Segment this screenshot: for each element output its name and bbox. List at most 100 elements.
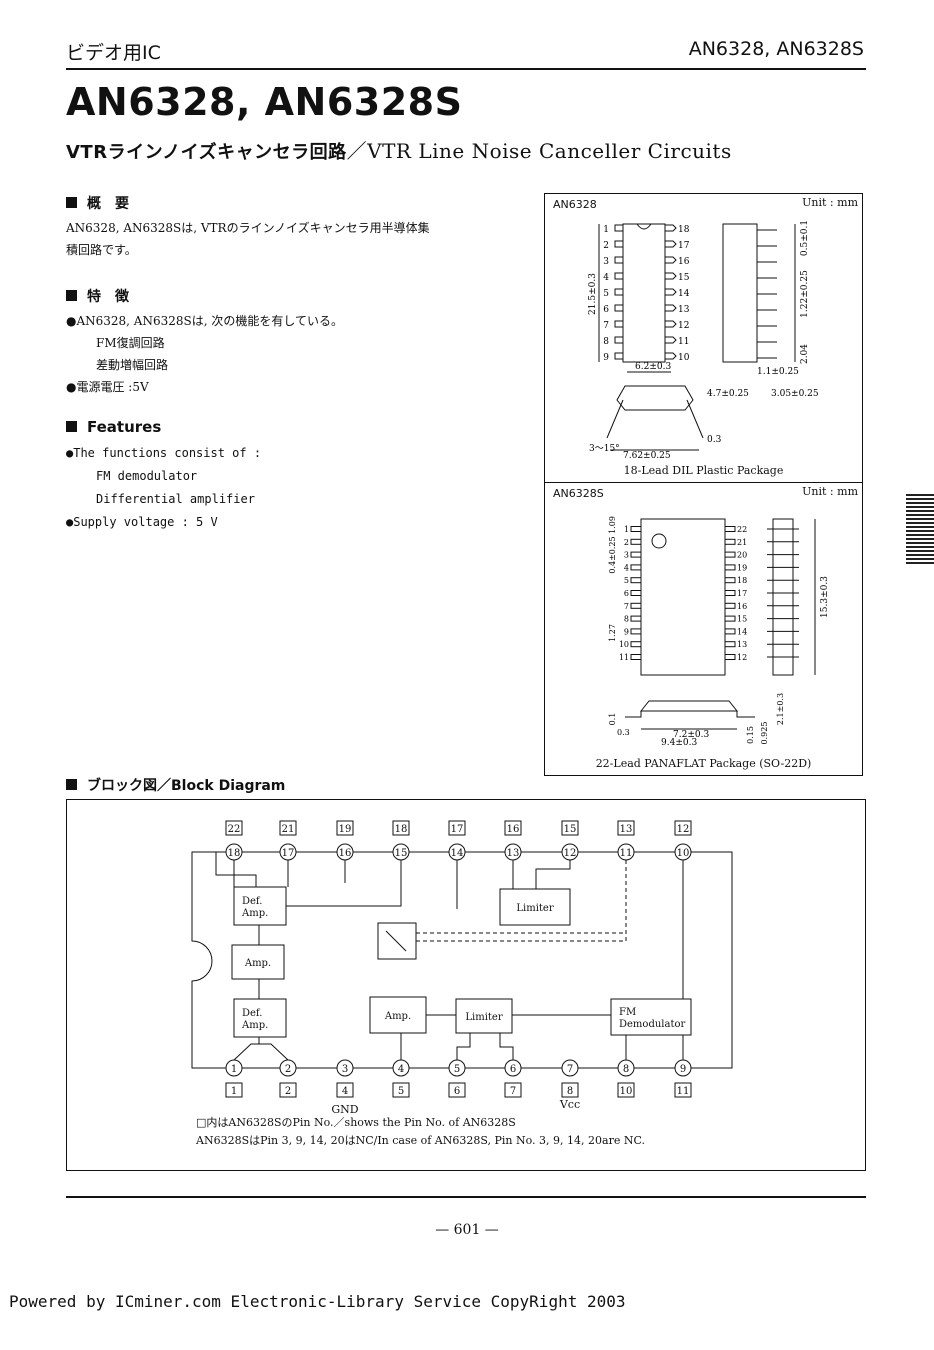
dil-lead-label: 0.5±0.1 <box>800 220 810 256</box>
bottom-pin-box <box>392 1082 410 1098</box>
dil-pin-left <box>614 288 624 296</box>
bottom-pin-circle <box>561 1059 579 1077</box>
bottom-pin-box <box>279 1082 297 1098</box>
dil-pin-left-label: 4 <box>603 273 609 283</box>
sop-pin-right <box>724 602 736 609</box>
sop-pin-left-label: 7 <box>624 602 629 611</box>
bottom-pin-number: 7 <box>567 1064 573 1075</box>
dil-pin-left-label: 3 <box>603 257 609 267</box>
amp-2-label: Amp. <box>384 1011 411 1022</box>
sop-pin-right-label: 22 <box>737 525 747 534</box>
sop-end-leads <box>625 711 755 718</box>
sop-w2-label: 9.4±0.3 <box>661 738 697 748</box>
dil-pin-left-label: 9 <box>603 353 609 363</box>
package-an6328s-unit: Unit : mm <box>802 485 858 498</box>
bottom-pin-box <box>448 1082 466 1098</box>
bottom-pin-box <box>504 1082 522 1098</box>
dil-pin-right <box>665 304 677 312</box>
bottom-pin-box-number: 5 <box>398 1086 404 1097</box>
top-pin-number: 17 <box>282 848 295 859</box>
sop-pin-left-label: 2 <box>624 538 629 547</box>
features-heading: Features <box>87 418 162 436</box>
dil-pin-left <box>614 272 624 280</box>
dil-pin-right-label: 13 <box>678 305 690 315</box>
top-pin-box <box>279 820 297 836</box>
top-pin-number: 16 <box>339 848 352 859</box>
bottom-pin-box-number: 2 <box>285 1086 291 1097</box>
bottom-pin-box-number: 11 <box>677 1086 690 1097</box>
sop-pin-left <box>630 538 642 545</box>
dil-pin-right-label: 18 <box>678 225 690 235</box>
sop-w1-label: 7.2±0.3 <box>673 730 709 740</box>
sop-h3-label: 0.15 <box>746 726 755 744</box>
page-title: AN6328, AN6328S <box>66 80 463 124</box>
def-amp-1-label-2: Amp. <box>241 908 268 919</box>
limiter-1-label: Limiter <box>516 903 553 914</box>
fm-demodulator-label-1: FM <box>619 1007 636 1018</box>
wires-4 <box>426 860 684 1016</box>
sop-h2-label: 0.3 <box>617 728 630 737</box>
dil-pin-left <box>614 352 624 360</box>
dil-pin-right <box>665 224 677 232</box>
bottom-pin-box-number: 1 <box>231 1086 237 1097</box>
block-diagram-heading-row: ブロック図／Block Diagram <box>66 775 285 795</box>
dil-pin-left <box>614 240 624 248</box>
dil-pin-left <box>614 256 624 264</box>
bottom-pin-box <box>617 1082 635 1098</box>
dil-notch <box>636 223 652 230</box>
dil-d3-label: 3.05±0.25 <box>771 389 819 399</box>
section-index-tab <box>906 494 934 564</box>
dil-width-label: 6.2±0.3 <box>635 362 671 372</box>
top-pin-box <box>561 820 579 836</box>
def-amp-1 <box>233 886 287 926</box>
sop-pin-right <box>724 641 736 648</box>
top-pin-box-number: 12 <box>677 824 690 835</box>
dil-pin-right-label: 12 <box>678 321 689 331</box>
def-amp-2-label-2: Amp. <box>241 1020 268 1031</box>
package-an6328s-name: AN6328S <box>553 487 604 500</box>
block-diagram-heading: ブロック図／Block Diagram <box>87 778 286 794</box>
sop-pin-right <box>724 538 736 545</box>
sop-pin-left <box>630 628 642 635</box>
sop-pin-right <box>724 564 736 571</box>
def-amp-1-label-1: Def. <box>242 896 262 907</box>
sop-index-mark <box>651 533 667 549</box>
header-rule <box>66 68 866 70</box>
top-pin-number: 12 <box>564 848 577 859</box>
dil-pin-right <box>665 240 677 248</box>
sop-pin-right-label: 16 <box>737 602 747 611</box>
sop-pin-right <box>724 551 736 558</box>
bottom-pin-circle <box>336 1059 354 1077</box>
sop-body-side <box>772 518 794 676</box>
fm-demodulator-label-2: Demodulator <box>619 1019 685 1030</box>
tokucho-sub-1: FM復調回路 <box>96 336 165 350</box>
bottom-pin-box <box>336 1082 354 1098</box>
dil-d2-label: 4.7±0.25 <box>707 389 749 399</box>
package-an6328s-caption: 22-Lead PANAFLAT Package (SO-22D) <box>595 757 812 770</box>
limiter-2-label: Limiter <box>465 1012 502 1023</box>
wires-1 <box>215 852 402 907</box>
dashed-control-line <box>416 860 627 942</box>
switch-block <box>377 922 417 960</box>
dil-pin-left-label: 6 <box>603 305 609 315</box>
bottom-pin-box <box>674 1082 692 1098</box>
def-amp-2-label-1: Def. <box>242 1008 262 1019</box>
top-pin-number: 14 <box>451 848 464 859</box>
wires-6 <box>233 1037 289 1061</box>
bottom-pin-number: 6 <box>510 1064 516 1075</box>
dil-end-body <box>616 385 694 411</box>
sop-pin-left-label: 10 <box>619 640 629 649</box>
sop-pin-right-label: 21 <box>737 538 747 547</box>
sop-pin-left <box>630 654 642 660</box>
package-an6328s-drawing: 123456789101122212019181716151413121.090… <box>608 516 830 748</box>
tokucho-section: 特 徴 ●AN6328, AN6328Sは, 次の機能を有している。 FM復調回… <box>66 286 506 398</box>
dil-pin-right-label: 16 <box>678 257 690 267</box>
dil-pin-left-label: 2 <box>603 241 609 251</box>
dil-angle-label: 3～15° <box>589 444 620 454</box>
dil-pin-right <box>665 320 677 328</box>
top-pin-number: 11 <box>620 848 633 859</box>
dil-pin-right <box>665 272 677 280</box>
top-pin-box-number: 13 <box>620 824 633 835</box>
